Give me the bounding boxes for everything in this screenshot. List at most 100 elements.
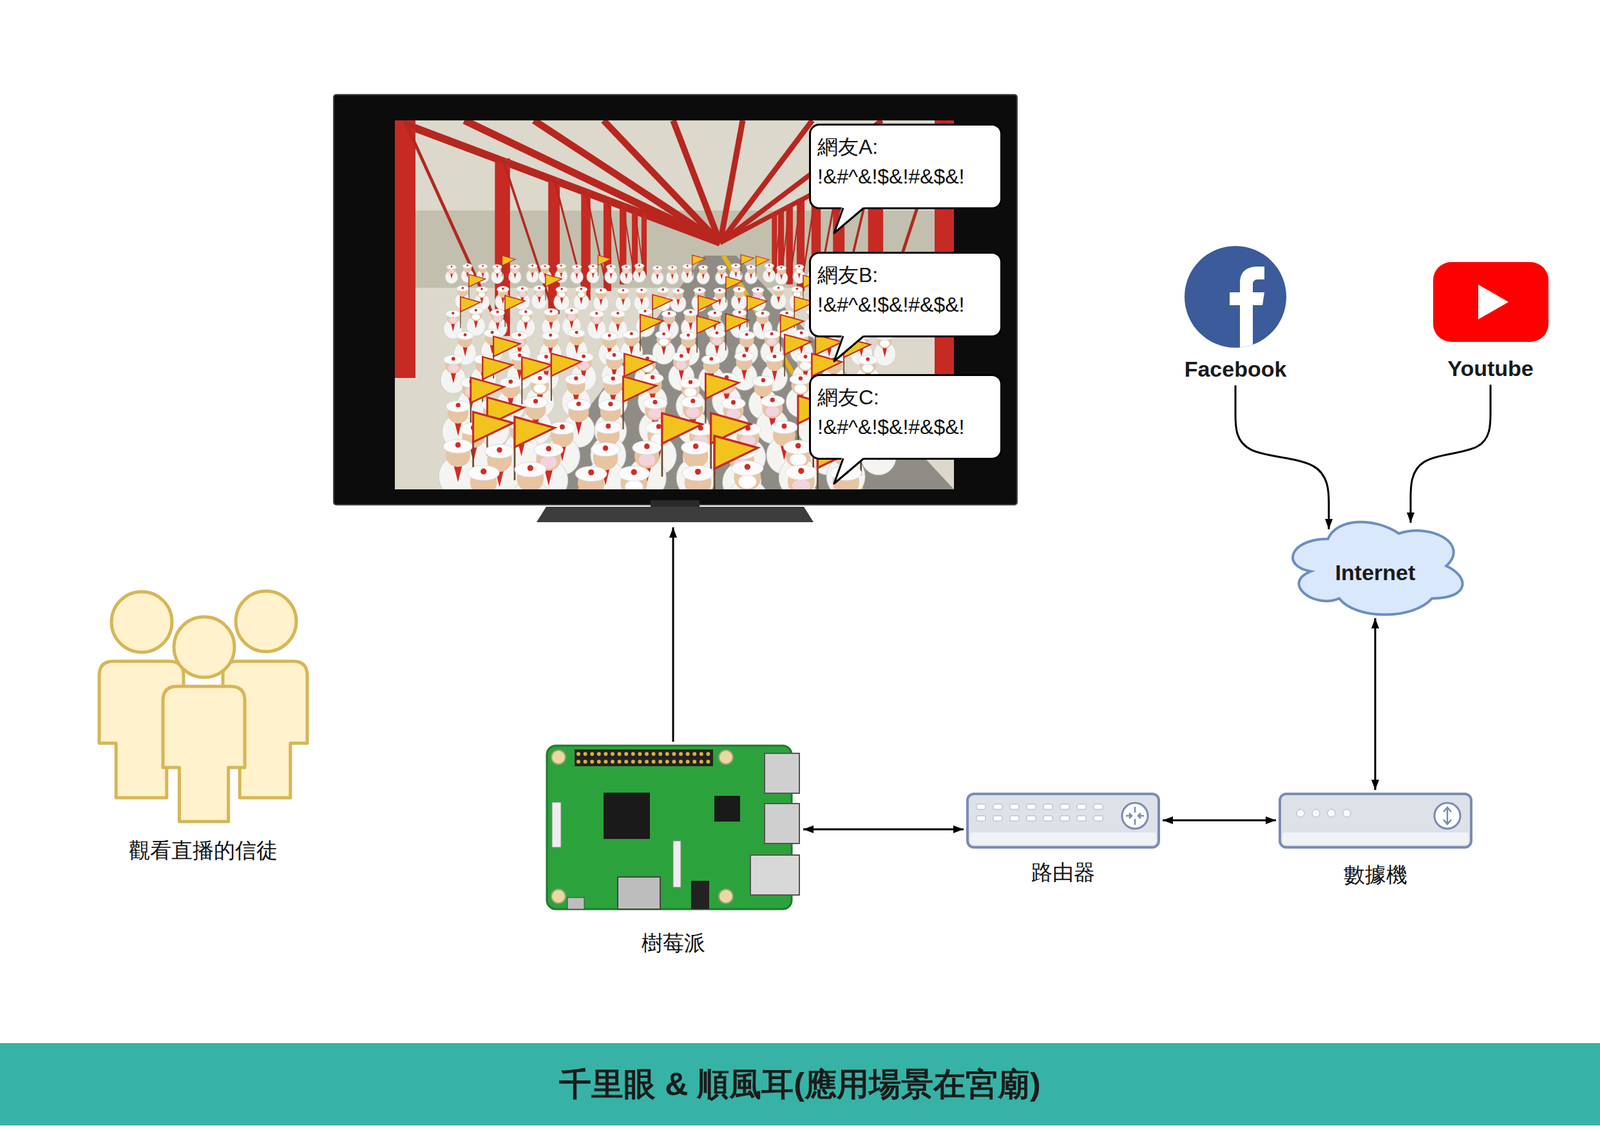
photo-person-tie [798, 273, 801, 279]
youtube-icon: Youtube [1417, 262, 1564, 383]
photo-person-tie [466, 272, 469, 278]
photo-person-cap [595, 421, 622, 435]
photo-person-mask [796, 269, 802, 274]
photo-person-cap [540, 264, 551, 270]
photo-person-mask [521, 315, 531, 323]
photo-person-cap [533, 285, 545, 292]
router-port [976, 804, 986, 810]
photo-person-cap [681, 440, 711, 455]
photo-person-mask [494, 269, 500, 274]
router-port [976, 816, 986, 822]
photo-person-cap [857, 355, 878, 365]
node-label: 數據機 [1343, 861, 1408, 889]
photo-person-cap [467, 465, 500, 481]
photo-cap-badge [508, 380, 513, 384]
pi-gpio-pin [617, 760, 622, 764]
photo-person-mask [654, 269, 660, 274]
photo-person-tie [780, 274, 783, 280]
photo-cap-badge [573, 376, 578, 381]
pi-camera-port [673, 841, 681, 888]
photo-person-mask [638, 454, 656, 467]
photo-cap-badge [466, 264, 469, 267]
photo-flag [597, 255, 611, 266]
photo-person-tie [720, 274, 723, 280]
photo-person-cap [763, 331, 781, 339]
photo-cap-badge [480, 468, 487, 475]
router-port [993, 804, 1003, 810]
pi-gpio-pin [610, 752, 615, 757]
photo-cap-badge [450, 266, 453, 268]
pi-gpio-pin [671, 760, 676, 764]
pi-gpio-pin [576, 760, 581, 764]
photo-person-cap [634, 263, 645, 268]
device-body [1279, 794, 1472, 848]
photo-brace [774, 209, 781, 276]
device-base [1282, 832, 1469, 846]
photo-cap-badge [580, 287, 583, 291]
photo-person-cap [468, 307, 484, 315]
photo-flag [692, 255, 706, 265]
connector-arrow [1235, 385, 1329, 531]
bubble-tail-outline [834, 458, 864, 484]
photo-person-cap [746, 265, 757, 270]
bubble-tail-outline [834, 208, 864, 234]
photo-person-tie [661, 345, 667, 356]
photo-person-tie [462, 347, 467, 357]
photo-flag [784, 334, 811, 355]
photo-cap-badge [731, 400, 736, 405]
photo-cap-badge [588, 469, 594, 476]
photo-person-cap [683, 309, 698, 317]
bubble-tail-fill [834, 457, 866, 484]
photo-person-cap [617, 287, 629, 294]
photo-cap-badge [698, 288, 701, 292]
photo-cap-badge [451, 356, 456, 361]
photo-cap-badge [608, 401, 613, 407]
photo-person-cap [602, 374, 625, 385]
photo-cap-badge [656, 266, 659, 269]
node-label: Youtube [1447, 354, 1534, 383]
pi-gpio-pin [658, 760, 663, 764]
photo-person-cap [733, 286, 745, 293]
photo-person-mask [712, 337, 723, 345]
photo-person-cap [445, 310, 460, 318]
photo-person-cap [765, 352, 785, 362]
photo-cap-badge [629, 332, 634, 336]
photo-cap-badge [781, 423, 788, 429]
photo-person-cap [510, 264, 520, 270]
photo-person-mask [733, 267, 739, 272]
photo-person-tie [737, 297, 741, 305]
photo-person-tie [685, 272, 689, 278]
photo-person-tie [495, 273, 499, 279]
photo-cap-badge [544, 354, 549, 359]
photo-person-cap [462, 264, 473, 269]
photo-person-mask [767, 338, 777, 346]
connector-arrow [1374, 618, 1377, 791]
photo-top-rail [502, 161, 554, 181]
photo-person-cap [621, 265, 632, 270]
photo-person-cap [598, 399, 623, 411]
raspberry-pi: 樹莓派 [545, 744, 801, 957]
pi-gpio-pin [705, 760, 710, 764]
photo-person-cap [792, 329, 810, 338]
photo-cap-badge [715, 331, 719, 335]
photo-top-rail [774, 212, 781, 217]
pi-usb-port [764, 753, 800, 794]
photo-person-tie [676, 298, 680, 306]
photo-person-cap [443, 355, 464, 365]
photo-person-tie [718, 298, 722, 306]
photo-person-mask [685, 407, 700, 418]
audience-icon-graphic [96, 589, 310, 825]
pi-gpio-pin [665, 760, 670, 764]
photo-top-rail [789, 201, 801, 208]
photo-person-cap [485, 444, 515, 458]
photo-cap-badge [772, 354, 777, 359]
photo-top-rail [404, 123, 503, 162]
router-port [1026, 816, 1036, 822]
photo-person-mask [862, 364, 874, 373]
photo-person-cap [514, 462, 547, 478]
comment-line: !&#^&!$&!#&$&! [817, 412, 994, 442]
photo-flag [740, 254, 754, 265]
pi-gpio-pin [624, 752, 629, 757]
photo-person-mask [800, 361, 811, 371]
photo-person-cap [783, 440, 813, 455]
